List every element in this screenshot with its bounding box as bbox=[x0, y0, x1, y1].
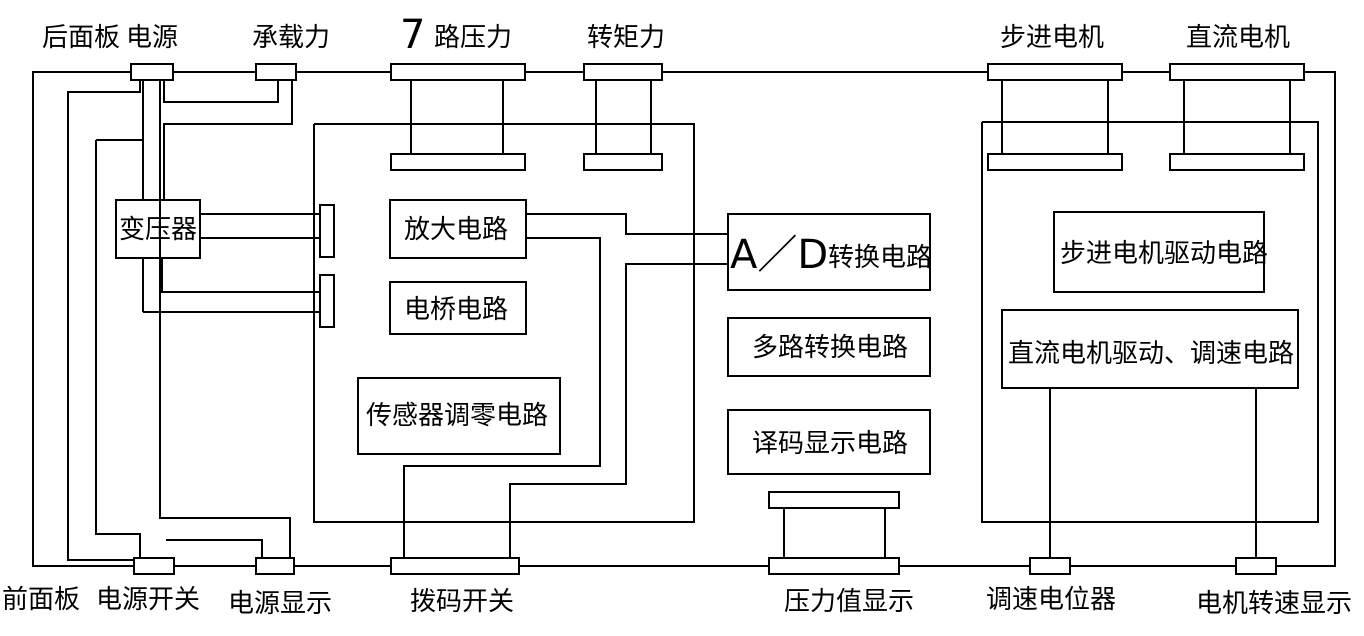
speed-pot-connector bbox=[1029, 557, 1071, 575]
stepper-driver-box bbox=[1053, 211, 1265, 293]
ad-suffix-label: 转换电路 bbox=[828, 243, 932, 273]
decoder-display-label: 译码显示电路 bbox=[752, 429, 908, 459]
front-panel-label: 前面板 bbox=[2, 585, 80, 615]
dc-motor-connector-top bbox=[1169, 63, 1305, 81]
pressure-display-connector-bottom bbox=[768, 557, 900, 575]
power-display-label: 电源显示 bbox=[228, 589, 332, 619]
main-board-outline bbox=[313, 123, 695, 523]
enclosure-outline bbox=[32, 71, 1336, 567]
transformer-output-connector-1 bbox=[319, 204, 335, 258]
transformer-label: 变压器 bbox=[119, 215, 197, 245]
decoder-display-box bbox=[727, 409, 931, 475]
power-connector bbox=[130, 63, 174, 81]
pressure7-digit-label: 7 bbox=[400, 12, 425, 58]
torque-connector-top bbox=[583, 63, 663, 81]
pressure-display-connector-top bbox=[768, 491, 900, 509]
power-switch-connector bbox=[133, 557, 175, 575]
load-connector bbox=[255, 63, 297, 81]
stepper-motor-label: 步进电机 bbox=[1000, 23, 1104, 53]
back-panel-label: 后面板 bbox=[42, 23, 120, 53]
dip-switch-connector bbox=[390, 557, 520, 575]
amplifier-label: 放大电路 bbox=[404, 215, 508, 245]
transformer-output-connector-2 bbox=[319, 274, 335, 328]
bridge-box bbox=[389, 281, 527, 335]
multiplexer-box bbox=[727, 317, 931, 377]
load-label: 承载力 bbox=[252, 23, 330, 53]
stepper-motor-connector-bottom bbox=[987, 153, 1123, 171]
amplifier-box bbox=[389, 199, 527, 259]
pressure7-connector-top bbox=[390, 63, 526, 81]
power-label: 电源 bbox=[126, 23, 178, 53]
dc-driver-box bbox=[1001, 309, 1299, 389]
motor-speed-display-connector bbox=[1235, 557, 1277, 575]
wiring bbox=[67, 80, 1257, 561]
dip-switch-label: 拨码开关 bbox=[410, 587, 514, 617]
pressure-display-label: 压力值显示 bbox=[784, 587, 914, 617]
stepper-driver-label: 步进电机驱动电路 bbox=[1060, 239, 1268, 269]
motor-board-outline bbox=[981, 121, 1319, 523]
torque-connector-bottom bbox=[583, 153, 663, 171]
bridge-label: 电桥电路 bbox=[404, 295, 508, 325]
motor-speed-display-label: 电机转速显示 bbox=[1196, 589, 1352, 619]
transformer-box bbox=[115, 199, 201, 259]
pressure7-connector-bottom bbox=[390, 153, 526, 171]
power-display-connector bbox=[255, 557, 295, 575]
pressure7-label: 路压力 bbox=[434, 23, 512, 53]
sensor-zero-label: 传感器调零电路 bbox=[366, 401, 548, 431]
power-switch-label: 电源开关 bbox=[96, 585, 200, 615]
dc-motor-label: 直流电机 bbox=[1186, 23, 1290, 53]
ad-converter-box bbox=[727, 213, 931, 291]
multiplexer-label: 多路转换电路 bbox=[752, 333, 908, 363]
stepper-motor-connector-top bbox=[987, 63, 1123, 81]
dc-motor-connector-bottom bbox=[1169, 153, 1305, 171]
torque-label: 转矩力 bbox=[587, 23, 665, 53]
speed-pot-label: 调速电位器 bbox=[986, 585, 1116, 615]
sensor-zero-box bbox=[357, 377, 561, 455]
ad-prefix-label: A／D bbox=[730, 232, 828, 278]
dc-driver-label: 直流电机驱动、调速电路 bbox=[1008, 339, 1294, 369]
